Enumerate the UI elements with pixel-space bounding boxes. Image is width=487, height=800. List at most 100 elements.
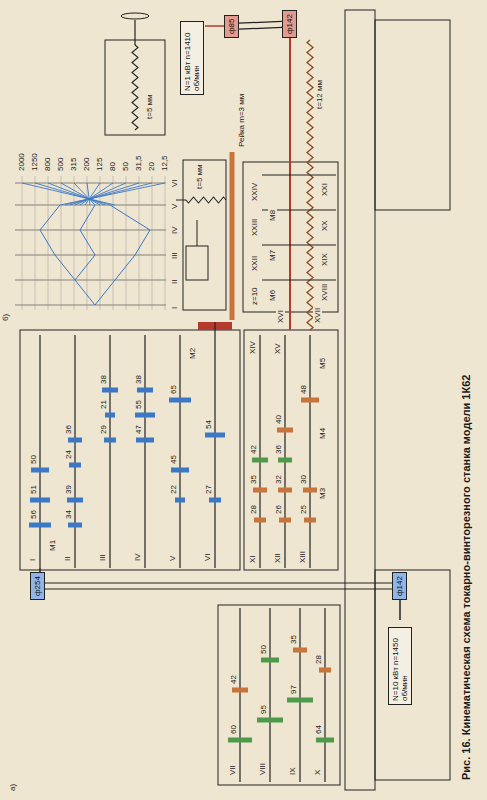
callout-label: 50 (259, 644, 268, 655)
callout-label: 40 (274, 414, 283, 425)
shaft (214, 322, 215, 568)
callout-label: 51 (29, 484, 38, 495)
pulley: ф254 (30, 572, 45, 600)
carriage (183, 160, 226, 310)
callout-label: 22 (169, 484, 178, 495)
chart-speed-line (152, 176, 153, 310)
gear (175, 498, 185, 503)
callout-label: 28 (314, 654, 323, 665)
shaft (324, 608, 325, 782)
callout-label: M3 (318, 487, 327, 500)
callout-label: II (63, 556, 72, 562)
belt-drive (45, 583, 392, 589)
rapid-motor-shaft (205, 25, 224, 27)
drawing-stroke (20, 10, 450, 790)
chart-ray (95, 280, 115, 305)
tailstock (105, 40, 165, 135)
callout-label: 29 (99, 424, 108, 435)
gear (136, 438, 154, 443)
chart-speed-line (35, 176, 36, 310)
gear (102, 388, 118, 393)
lead-screw (307, 40, 313, 330)
callout-label: X (313, 769, 322, 776)
callout-label: 800 (43, 157, 52, 172)
callout-label: 97 (289, 684, 298, 695)
callout-label: 45 (169, 454, 178, 465)
callout-label: 35 (249, 474, 258, 485)
chart-speed-line (100, 176, 101, 310)
callout-label: 36 (274, 444, 283, 455)
handwheel (121, 13, 149, 19)
gear (278, 458, 292, 463)
callout-label: 39 (64, 484, 73, 495)
gear (105, 413, 115, 418)
chart-column (15, 230, 166, 231)
callout-label: 38 (99, 374, 108, 385)
callout-label: 28 (249, 504, 258, 515)
gear (254, 518, 266, 523)
callout-label: M4 (318, 427, 327, 440)
callout-label: 42 (229, 674, 238, 685)
rack (230, 152, 235, 320)
callout-label: 95 (259, 704, 268, 715)
pedestal (375, 20, 450, 210)
callout-label: M6 (268, 289, 277, 302)
gear (205, 433, 225, 438)
callout-label: t=12 мм (315, 79, 324, 110)
gear (67, 498, 83, 503)
shaft (269, 608, 270, 782)
callout-label: XXI (320, 182, 329, 197)
gear (135, 413, 155, 418)
callout-label: t=5 мм (195, 163, 204, 190)
gear (303, 488, 317, 493)
gear (278, 488, 292, 493)
gear (68, 438, 82, 443)
callout-label: 125 (95, 157, 104, 172)
gear (31, 468, 49, 473)
cutter (197, 220, 198, 246)
callout-label: 50 (121, 161, 130, 172)
callout-label: M1 (48, 539, 57, 552)
bed (345, 10, 375, 790)
gear (287, 698, 313, 703)
tailstock-shaft (134, 20, 135, 45)
chart-speed-line (61, 176, 62, 310)
gear (277, 428, 293, 433)
gear (261, 658, 279, 663)
feed-box-housing (244, 330, 338, 570)
chart-ray (110, 205, 150, 230)
callout-label: VIII (258, 762, 267, 776)
chart-column (15, 280, 166, 281)
callout-label: б) (1, 313, 10, 322)
callout-label: XXIII (250, 218, 259, 237)
callout-label: 35 (289, 634, 298, 645)
callout-label: XX (320, 219, 329, 232)
callout-label: 65 (169, 384, 178, 395)
chart-ray (55, 255, 75, 280)
node-text: N=1 кВт n=1410 об/мин (183, 25, 201, 91)
shaft (74, 335, 75, 568)
gear (69, 463, 81, 468)
callout-label: I (170, 306, 179, 310)
callout-label: XIV (248, 340, 257, 355)
chart-speed-line (165, 176, 166, 310)
callout-label: M2 (188, 347, 197, 360)
callout-label: 31,5 (134, 154, 143, 172)
gear (104, 438, 116, 443)
callout-label: 1250 (30, 152, 39, 172)
callout-label: 200 (82, 157, 91, 172)
callout-label: XXII (250, 255, 259, 272)
shaft (259, 335, 260, 568)
shaft (179, 335, 180, 568)
cross-screw-end (176, 200, 186, 201)
node-text: N=10 кВт n=1450 об/мин (391, 631, 409, 701)
callout-label: M5 (318, 357, 327, 370)
chart-speed-line (126, 176, 127, 310)
chart-speed-line (74, 176, 75, 310)
gear (293, 648, 307, 653)
apron-shaft (262, 245, 336, 246)
motor-box: N=1 кВт n=1410 об/мин (180, 21, 204, 95)
gear (171, 468, 189, 473)
callout-label: t=5 мм (145, 93, 154, 120)
callout-label: 30 (299, 474, 308, 485)
